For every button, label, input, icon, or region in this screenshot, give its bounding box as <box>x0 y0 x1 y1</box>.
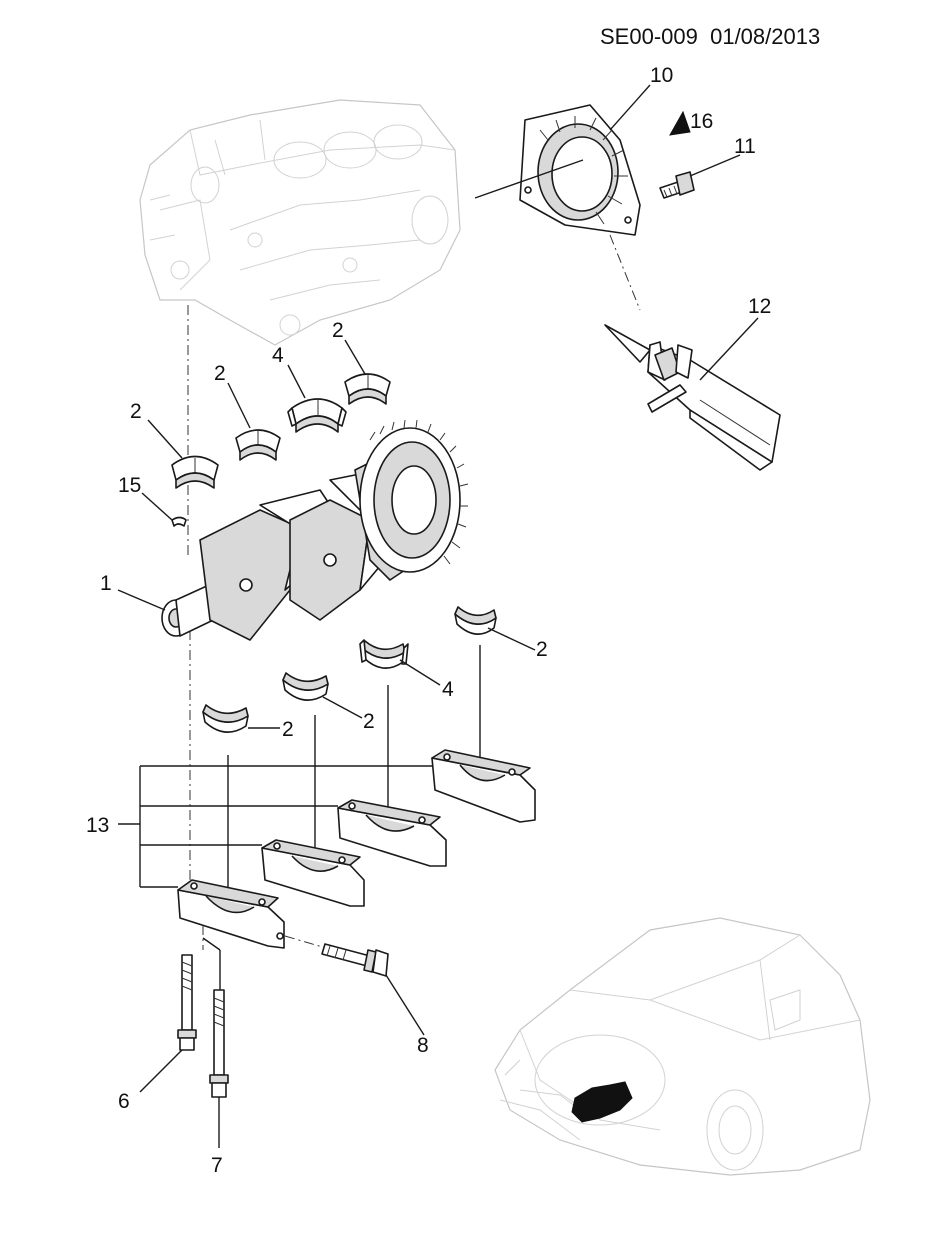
drawing-reference: SE00-009 01/08/2013 <box>600 24 900 50</box>
callout-6: 6 <box>118 1090 130 1113</box>
callout-13: 13 <box>86 814 109 837</box>
callout-2-lower-mid: 2 <box>363 710 375 733</box>
vehicle-locator-ghost <box>494 917 871 1176</box>
main-bearing-cap-4 <box>431 749 536 823</box>
callout-8: 8 <box>417 1034 429 1057</box>
callout-4-lower: 4 <box>442 678 454 701</box>
cap-bolt-bracket <box>202 937 221 951</box>
callout-2-upper-right: 2 <box>332 319 344 342</box>
seal-axis-line <box>474 159 584 199</box>
callout-1: 1 <box>100 572 112 595</box>
main-bearing-cap-1 <box>177 879 285 949</box>
upper-bearing-shell-3 <box>344 373 391 405</box>
callout-labels: 1 2 2 4 2 15 2 4 2 2 13 6 7 8 10 16 11 1… <box>86 64 771 1177</box>
callout-12: 12 <box>748 295 771 318</box>
lower-bearing-shell-1 <box>202 704 249 733</box>
sealant-tube <box>604 324 781 471</box>
side-bolt <box>321 943 389 977</box>
lower-bearing-shell-3 <box>454 606 497 635</box>
reference-code: SE00-009 <box>600 24 698 49</box>
upper-bearing-shell-2 <box>235 429 281 461</box>
main-bearing-cap-2 <box>261 839 365 907</box>
callout-15: 15 <box>118 474 141 497</box>
main-bearing-cap-3 <box>337 799 447 867</box>
lower-bearing-shell-2 <box>282 672 329 701</box>
rear-main-seal <box>519 104 641 236</box>
callout-2-upper-left: 2 <box>130 400 142 423</box>
main-cap-bolt-long-2 <box>209 989 229 1098</box>
callout-leaders <box>117 84 759 1148</box>
callout-4-upper: 4 <box>272 344 284 367</box>
upper-bearing-shell-1 <box>171 455 219 489</box>
main-cap-bolt-long-1 <box>177 954 197 1051</box>
reference-date: 01/08/2013 <box>710 24 821 49</box>
seal-to-sealant-line <box>609 234 641 311</box>
cap-group-bracket <box>118 765 432 888</box>
callout-10: 10 <box>650 64 673 87</box>
view-direction-arrow-icon <box>669 110 691 136</box>
callout-11: 11 <box>734 135 756 158</box>
callout-2-upper-mid: 2 <box>214 362 226 385</box>
engine-block-ghost <box>139 99 461 346</box>
callout-2-lower-right: 2 <box>536 638 548 661</box>
side-bolt-centerline <box>284 935 327 949</box>
callout-16: 16 <box>690 110 713 133</box>
callout-7: 7 <box>211 1154 223 1177</box>
crankshaft <box>161 419 469 641</box>
lower-thrust-bearing <box>359 639 409 669</box>
callout-2-lower-left: 2 <box>282 718 294 741</box>
upper-thrust-bearing <box>287 398 347 433</box>
seal-bolt <box>659 171 695 199</box>
crankshaft-key <box>171 516 187 527</box>
